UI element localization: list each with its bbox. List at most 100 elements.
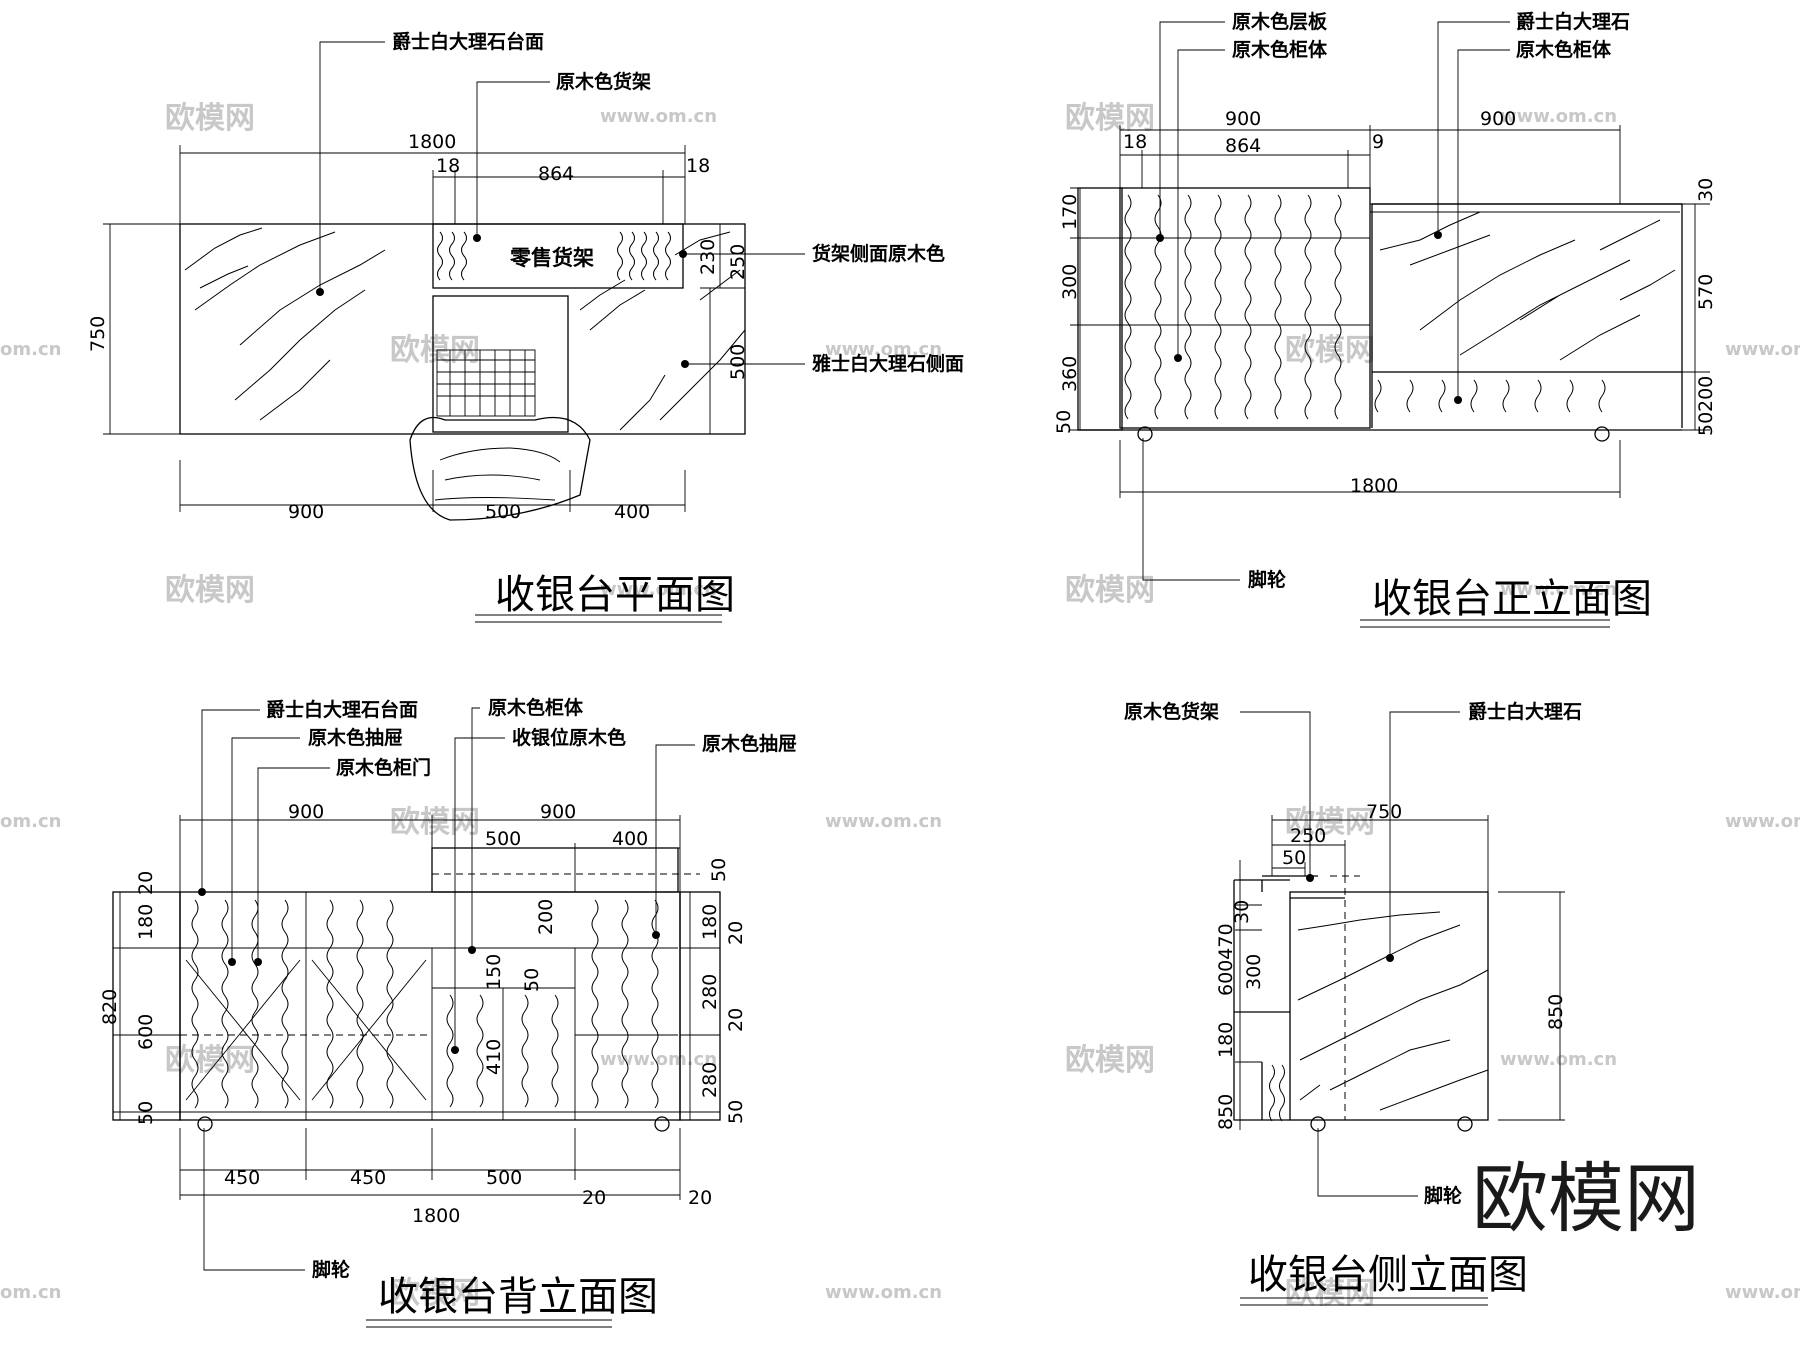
front-view: 900 900 18 864 9 170 300 360 50 30 570 2… bbox=[1053, 10, 1717, 628]
plan-dim-500b: 500 bbox=[485, 501, 521, 523]
back-partitions bbox=[180, 892, 720, 1120]
watermark-url: om.cn bbox=[0, 1282, 61, 1303]
back-dim-500b: 500 bbox=[486, 1167, 522, 1189]
front-label-cabinet: 原木色柜体 bbox=[1232, 38, 1328, 61]
side-leaders bbox=[1240, 711, 1460, 1197]
plan-view: 零售货架 1800 18 864 18 750 230 250 500 900 … bbox=[87, 30, 964, 623]
watermark-url: www.om.cn bbox=[1500, 106, 1617, 127]
front-left-end-panel bbox=[1077, 187, 1123, 431]
back-view: 900 900 500 400 20 180 820 600 50 200 15… bbox=[99, 696, 797, 1328]
front-label-shelf-board: 原木色层板 bbox=[1232, 10, 1328, 33]
back-label-cashier: 收银位原木色 bbox=[512, 726, 626, 749]
back-dim-500: 500 bbox=[485, 828, 521, 850]
front-dim-170: 170 bbox=[1059, 194, 1081, 230]
plan-dim-500: 500 bbox=[727, 344, 749, 380]
watermark-url: www.om.cn bbox=[825, 1282, 942, 1303]
plan-dim-18a: 18 bbox=[436, 155, 460, 177]
front-dim-864: 864 bbox=[1225, 135, 1261, 157]
back-shelf-top bbox=[431, 847, 679, 893]
back-leaders bbox=[201, 707, 695, 1271]
watermark-url: www.om.cn bbox=[1725, 811, 1800, 832]
watermark-url: www.om.cn bbox=[600, 106, 717, 127]
plan-dim-900: 900 bbox=[288, 501, 324, 523]
front-caster-left bbox=[1137, 426, 1153, 442]
back-dim-l20: 20 bbox=[135, 871, 157, 895]
plan-dim-lines bbox=[103, 145, 745, 512]
back-dim-450a: 450 bbox=[224, 1167, 260, 1189]
side-dim-850r: 850 bbox=[1545, 994, 1567, 1030]
watermark-url: www.om.cn bbox=[1725, 339, 1800, 360]
watermark-url: www.om.cn bbox=[600, 579, 717, 600]
back-dim-l180: 180 bbox=[135, 904, 157, 940]
front-dim-total: 1800 bbox=[1350, 475, 1398, 497]
back-dim-m410: 410 bbox=[483, 1039, 505, 1075]
watermark-brand: 欧模网 bbox=[390, 1276, 480, 1311]
front-dim-r30: 30 bbox=[1695, 178, 1717, 202]
watermark-url: www.om.cn bbox=[825, 811, 942, 832]
front-dim-lines bbox=[1070, 125, 1710, 498]
watermark-url: www.om.cn bbox=[825, 339, 942, 360]
back-dim-900a: 900 bbox=[288, 801, 324, 823]
watermark-url: om.cn bbox=[0, 339, 61, 360]
back-caster-left bbox=[197, 1116, 213, 1132]
back-right-end bbox=[679, 891, 721, 1121]
front-wood-grain bbox=[1124, 194, 1606, 420]
watermark-url: www.om.cn bbox=[1725, 1282, 1800, 1303]
back-dim-r280b: 280 bbox=[699, 1062, 721, 1098]
watermark-brand: 欧模网 bbox=[1285, 805, 1375, 840]
front-label-cabinet2: 原木色柜体 bbox=[1516, 38, 1612, 61]
back-dim-total: 1800 bbox=[412, 1205, 460, 1227]
side-marble-body bbox=[1289, 891, 1489, 1121]
back-title: 收银台背立面图 bbox=[378, 1274, 658, 1320]
plan-dim-750: 750 bbox=[87, 316, 109, 352]
plan-leader-dot bbox=[679, 250, 687, 258]
back-dim-450b: 450 bbox=[350, 1167, 386, 1189]
plan-label-top-marble: 爵士白大理石台面 bbox=[392, 30, 544, 53]
watermark-brand: 欧模网 bbox=[1065, 573, 1155, 608]
watermark-url: www.om.cn bbox=[600, 1049, 717, 1070]
plan-counter-outline bbox=[179, 223, 746, 435]
front-marble-panel bbox=[1371, 203, 1683, 373]
front-dim-570: 570 bbox=[1695, 274, 1717, 310]
side-dim-600470: 600470 bbox=[1215, 923, 1237, 996]
back-outline bbox=[179, 891, 681, 1121]
front-dim-200: 200 bbox=[1695, 376, 1717, 412]
front-dim-18: 18 bbox=[1123, 131, 1147, 153]
watermark-brand: 欧模网 bbox=[390, 805, 480, 840]
plan-title: 收银台平面图 bbox=[495, 572, 735, 618]
front-label-caster: 脚轮 bbox=[1248, 568, 1286, 591]
back-title-underline bbox=[366, 1319, 612, 1328]
front-counter-top bbox=[1370, 203, 1682, 373]
back-dim-m200: 200 bbox=[535, 899, 557, 935]
front-dim-900a: 900 bbox=[1225, 108, 1261, 130]
plan-leader-dot bbox=[681, 360, 689, 368]
back-leader-dot bbox=[652, 931, 660, 939]
back-dim-r20a: 20 bbox=[725, 921, 747, 945]
back-dim-820: 820 bbox=[99, 989, 121, 1025]
side-leader-dot bbox=[1386, 954, 1394, 962]
plan-title-underline bbox=[475, 614, 722, 623]
side-label-caster: 脚轮 bbox=[1424, 1184, 1462, 1207]
back-label-cabinet: 原木色柜体 bbox=[488, 696, 584, 719]
front-leader-dot bbox=[1434, 231, 1442, 239]
side-dim-30: 30 bbox=[1231, 900, 1253, 924]
back-label-caster: 脚轮 bbox=[312, 1258, 350, 1281]
side-title-underline bbox=[1240, 1297, 1488, 1306]
side-caster-right bbox=[1457, 1116, 1473, 1132]
back-dim-r50: 50 bbox=[708, 858, 730, 882]
front-leader-dot bbox=[1454, 396, 1462, 404]
back-label-drawer-r: 原木色抽屉 bbox=[702, 732, 797, 755]
front-left-cabinet bbox=[1119, 187, 1371, 429]
plan-dim-total: 1800 bbox=[408, 131, 456, 153]
back-label-drawer: 原木色抽屉 bbox=[308, 726, 403, 749]
side-leader-dot bbox=[1306, 874, 1314, 882]
back-dim-20b: 20 bbox=[688, 1187, 712, 1209]
watermark-brand: 欧模网 bbox=[390, 333, 480, 368]
back-leader-dot bbox=[468, 946, 476, 954]
back-dim-400: 400 bbox=[612, 828, 648, 850]
plan-leader-dot bbox=[473, 234, 481, 242]
back-dim-m150: 150 bbox=[483, 954, 505, 990]
plan-dim-250: 250 bbox=[727, 244, 749, 280]
side-label-shelf: 原木色货架 bbox=[1124, 700, 1219, 723]
front-dim-360: 360 bbox=[1059, 356, 1081, 392]
